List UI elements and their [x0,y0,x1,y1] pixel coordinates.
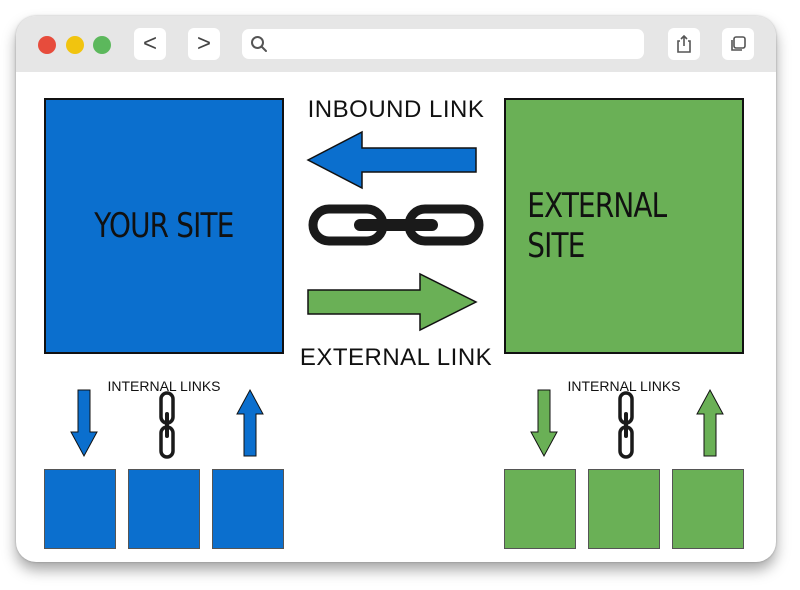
arrow-left-icon [306,130,477,190]
external-site-page-box [504,469,576,549]
back-button[interactable]: < [134,28,166,60]
address-input[interactable] [278,33,638,57]
arrow-down-icon [70,389,98,458]
arrow-right-icon [307,272,478,332]
forward-button[interactable]: > [188,28,220,60]
your-site-page-box [128,469,200,549]
chain-link-icon [159,391,175,459]
your-site-page-box [212,469,284,549]
share-icon [677,34,691,53]
back-chevron-icon: < [142,30,157,57]
minimize-window-dot[interactable] [66,36,84,54]
chain-link-icon [618,391,634,459]
arrow-up-icon [696,388,724,457]
tabs-icon [731,36,746,51]
close-window-dot[interactable] [38,36,56,54]
left-internal-links-label: INTERNAL LINKS [107,378,221,394]
external-site-page-box [672,469,744,549]
inbound-link-label: INBOUND LINK [307,96,485,123]
external-site-label: EXTERNAL SITE [527,186,667,266]
your-site-box: YOUR SITE [44,98,284,354]
arrow-down-icon [530,389,558,458]
arrow-up-icon [236,388,264,457]
share-button[interactable] [668,28,700,60]
browser-toolbar: < > [16,16,776,72]
forward-chevron-icon: > [196,30,211,57]
address-bar[interactable] [242,29,644,59]
search-icon [251,36,267,52]
diagram-area: YOUR SITE EXTERNAL SITE INBOUND LINK EXT… [16,72,776,562]
your-site-label: YOUR SITE [94,206,234,246]
external-site-box: EXTERNAL SITE [504,98,744,354]
tabs-button[interactable] [722,28,754,60]
external-site-page-box [588,469,660,549]
external-link-label: EXTERNAL LINK [299,344,493,371]
browser-window: < > YOUR SIT [16,16,776,562]
right-internal-links-label: INTERNAL LINKS [567,378,681,394]
chain-link-icon [308,204,484,246]
maximize-window-dot[interactable] [93,36,111,54]
your-site-page-box [44,469,116,549]
